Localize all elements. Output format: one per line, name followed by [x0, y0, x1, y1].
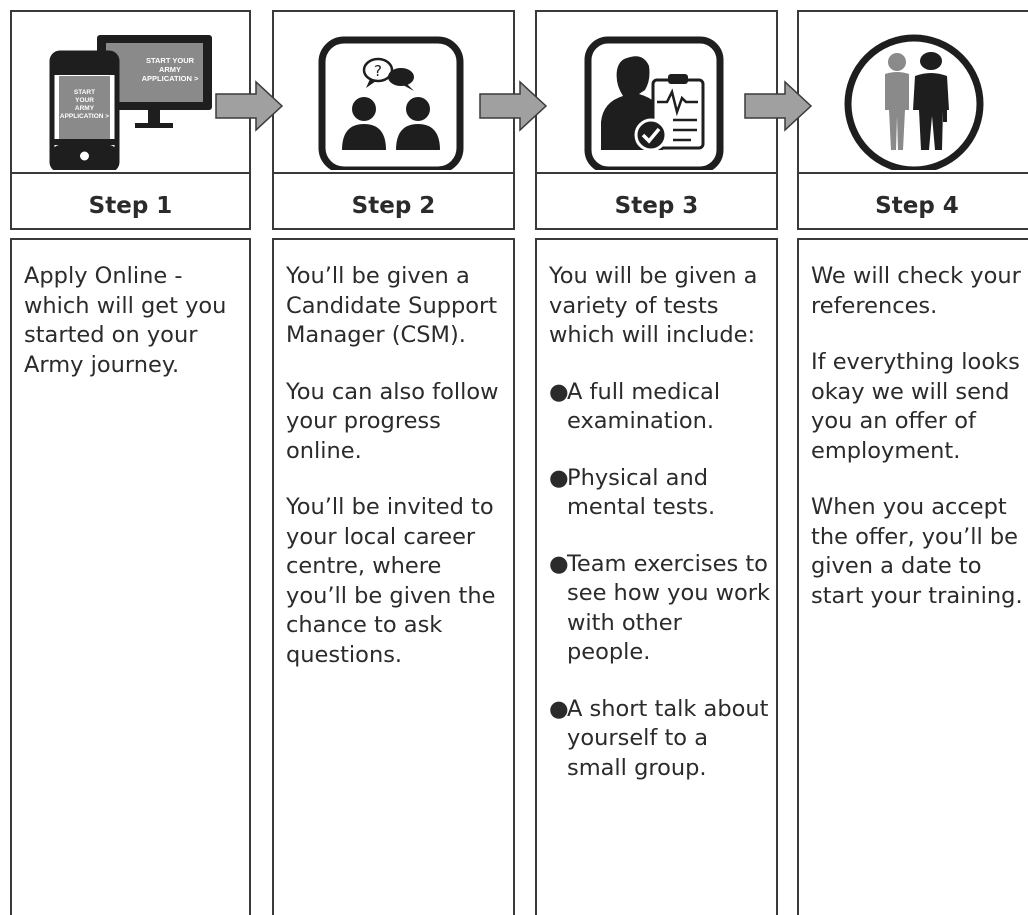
- arrow-right-icon: [744, 80, 813, 132]
- step-3-column: Step 3 You will be given a variety of te…: [535, 10, 778, 915]
- step-3-header: Step 3: [535, 10, 778, 230]
- step-1-label: Step 1: [88, 193, 173, 219]
- arrow-right-icon: [479, 80, 548, 132]
- step-2-paragraph-2: You can also follow your progress online…: [286, 378, 499, 464]
- step-4-body: We will check your references. If everyt…: [797, 238, 1028, 915]
- step-2-divider: [274, 172, 513, 174]
- bullet-dot: ●: [549, 550, 569, 577]
- step-3-bullet-1: ●A full medical examination.: [549, 378, 772, 437]
- step-4-divider: [799, 172, 1028, 174]
- bullet-dot: ●: [549, 378, 569, 405]
- step-3-bullet-3: ●Team exercises to see how you work with…: [549, 550, 772, 668]
- bullet-text: A short talk about yourself to a small g…: [567, 695, 769, 781]
- desktop-screen-line-1: START YOUR: [146, 56, 195, 65]
- step-2-paragraph-3: You’ll be invited to your local career c…: [286, 494, 496, 668]
- step-4-label: Step 4: [875, 193, 959, 219]
- bullet-dot: ●: [549, 695, 569, 722]
- civilian-soldier-icon: [844, 34, 984, 170]
- phone-screen-line-3: ARMY: [75, 105, 95, 112]
- step-4-paragraph-1: We will check your references.: [811, 263, 1021, 319]
- bullet-text: A full medical examination.: [567, 378, 721, 435]
- step-3-body: You will be given a variety of tests whi…: [535, 238, 778, 915]
- bullet-text: Team exercises to see how you work with …: [567, 550, 771, 666]
- svg-text:?: ?: [374, 62, 382, 80]
- devices-apply-icon: START YOUR ARMY APPLICATION > START YOUR…: [49, 35, 212, 170]
- step-3-intro: You will be given a variety of tests whi…: [549, 263, 758, 348]
- phone-screen-line-2: YOUR: [75, 97, 94, 104]
- step-1-header: START YOUR ARMY APPLICATION > START YOUR…: [10, 10, 251, 230]
- step-4-paragraph-3: When you accept the offer, you’ll be giv…: [811, 494, 1023, 609]
- step-1-text: Apply Online - which will get you starte…: [24, 262, 245, 407]
- step-3-text: You will be given a variety of tests whi…: [549, 262, 772, 810]
- phone-screen-line-1: START: [74, 89, 95, 96]
- arrow-right-icon: [215, 80, 284, 132]
- medical-clipboard-icon: [584, 36, 724, 170]
- phone-screen-line-4: APPLICATION >: [60, 113, 109, 120]
- step-1-body: Apply Online - which will get you starte…: [10, 238, 251, 915]
- step-2-column: ? Step 2 You’ll be given a Candidate Sup…: [272, 10, 515, 915]
- desktop-screen-line-3: APPLICATION >: [142, 74, 199, 83]
- step-1-paragraph: Apply Online - which will get you starte…: [24, 263, 227, 378]
- step-1-divider: [12, 172, 249, 174]
- bullet-dot: ●: [549, 464, 569, 491]
- step-2-label: Step 2: [351, 193, 436, 219]
- step-4-header: Step 4: [797, 10, 1028, 230]
- step-2-text: You’ll be given a Candidate Support Mana…: [286, 262, 509, 697]
- desktop-screen-line-2: ARMY: [159, 65, 181, 74]
- step-2-body: You’ll be given a Candidate Support Mana…: [272, 238, 515, 915]
- bullet-text: Physical and mental tests.: [567, 464, 716, 521]
- step-1-column: START YOUR ARMY APPLICATION > START YOUR…: [10, 10, 251, 915]
- step-3-bullet-2: ●Physical and mental tests.: [549, 464, 772, 523]
- step-4-column: Step 4 We will check your references. If…: [797, 10, 1028, 915]
- step-4-paragraph-2: If everything looks okay we will send yo…: [811, 349, 1020, 464]
- step-2-header: ? Step 2: [272, 10, 515, 230]
- conversation-people-icon: ?: [318, 36, 464, 170]
- step-3-bullet-4: ●A short talk about yourself to a small …: [549, 695, 772, 784]
- step-4-text: We will check your references. If everyt…: [811, 262, 1028, 638]
- step-3-divider: [537, 172, 776, 174]
- step-2-paragraph-1: You’ll be given a Candidate Support Mana…: [286, 263, 498, 348]
- step-3-label: Step 3: [614, 193, 699, 219]
